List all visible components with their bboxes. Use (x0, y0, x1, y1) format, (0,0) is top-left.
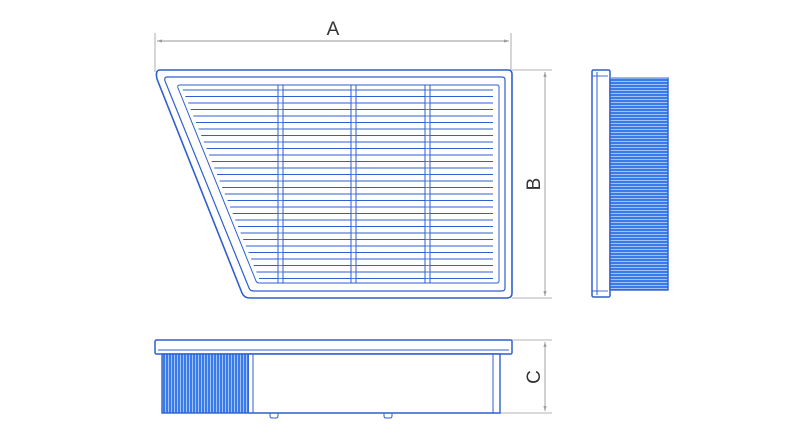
dimension-c: C (500, 339, 552, 414)
panel-air-filter-side-view (591, 69, 669, 298)
front-view-pleat-pack (161, 353, 250, 414)
top-view-outer-frame (155, 69, 513, 299)
grid-divider-1 (277, 84, 284, 284)
grid-divider-3 (424, 84, 431, 284)
dimension-a-label: A (327, 19, 340, 40)
front-view-tab-left (269, 413, 279, 419)
panel-air-filter-top-view (155, 69, 513, 299)
top-view-grid-dividers (277, 84, 431, 284)
dimension-b-label: B (524, 178, 545, 191)
front-view-body (249, 353, 501, 414)
grid-divider-2 (350, 84, 357, 284)
side-view-flange (591, 69, 611, 298)
dimension-c-label: C (524, 370, 545, 384)
panel-air-filter-front-view (154, 339, 513, 419)
dimension-b: B (512, 69, 552, 299)
front-view-flange (154, 339, 513, 355)
top-view-middle-frame (164, 76, 506, 292)
top-view-inner-frame (177, 84, 500, 284)
dimension-a: A (154, 19, 512, 72)
front-view-tab-right (383, 413, 393, 419)
grid-divider-ticks (278, 89, 430, 279)
side-view-pleat-pack (609, 77, 669, 291)
top-view-pleat-lines (182, 89, 493, 279)
